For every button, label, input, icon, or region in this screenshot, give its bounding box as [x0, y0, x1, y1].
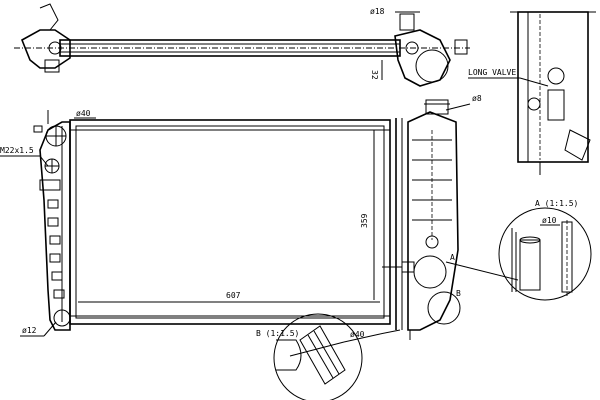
left-tank: M22x1.5 ø40 ø12 — [0, 109, 96, 337]
side-view: LONG VALVE — [468, 11, 596, 175]
left-pipe-diameter-label: ø40 — [76, 109, 91, 118]
bottom-left-diameter-label: ø12 — [22, 326, 37, 335]
thread-label: M22x1.5 — [0, 146, 34, 155]
long-valve-label: LONG VALVE — [468, 68, 516, 77]
radiator-core: 359 607 — [61, 119, 391, 325]
core-height-label: 359 — [360, 213, 369, 228]
detail-a-diameter-label: ø10 — [542, 216, 557, 225]
detail-b-title: B (1:1.5) — [256, 329, 299, 338]
marker-a-label: A — [450, 253, 455, 262]
top-height-label: 32 — [370, 70, 379, 80]
detail-a: A (1:1.5) ø10 — [498, 199, 592, 301]
detail-b-diameter-label: ø40 — [350, 330, 365, 339]
cap-diameter-label: ø8 — [472, 94, 482, 103]
right-tank: ø8 A B — [382, 94, 519, 340]
detail-a-title: A (1:1.5) — [535, 199, 578, 208]
top-view: ø18 32 — [14, 3, 470, 87]
detail-b: B (1:1.5) ø40 — [256, 313, 401, 400]
top-diameter-label: ø18 — [370, 7, 385, 16]
core-width-label: 607 — [226, 291, 241, 300]
marker-b-label: B — [456, 289, 461, 298]
